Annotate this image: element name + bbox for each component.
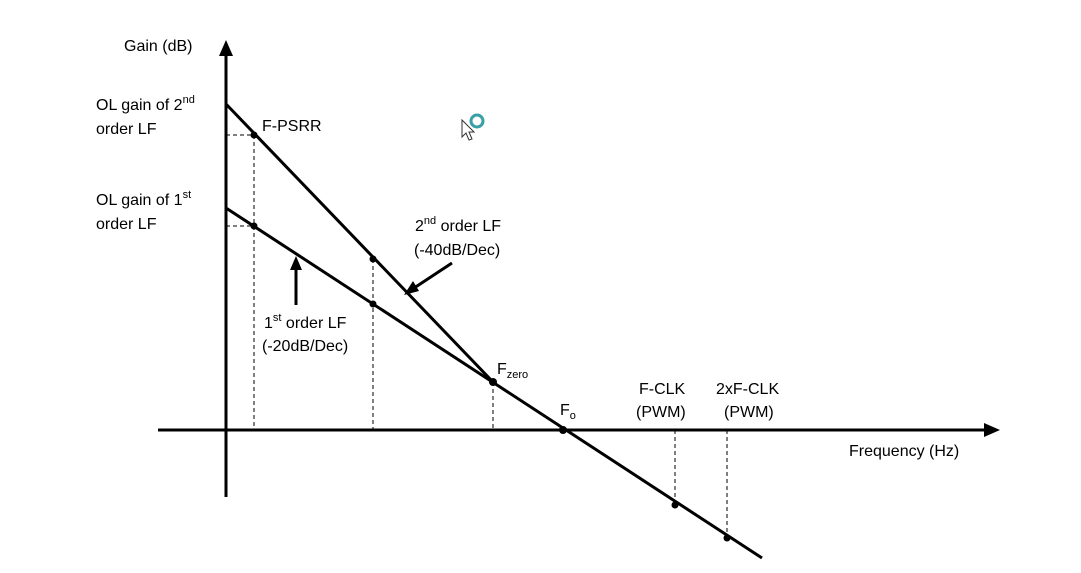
second-order-arrowhead-icon [404,281,419,295]
second-order-gain-line [224,102,495,384]
ol-gain-2nd-line1: OL gain of 2nd [96,94,195,114]
f-clk-pwm-label: (PWM) [636,404,686,421]
mouse-cursor-icon [461,113,485,141]
f-clk-label: F-CLK [639,381,686,398]
point-mid-2nd [369,255,377,263]
x-axis-arrow-icon [984,423,1000,437]
point-2x-f-clk [723,534,731,542]
f-o-label: Fo [560,402,576,422]
first-order-arrowhead-icon [290,256,302,270]
point-f-clk [671,501,679,509]
ol-gain-1st-line2: order LF [96,216,157,233]
second-order-slope: (-40dB/Dec) [414,242,500,259]
point-f-psrr-2nd [250,131,258,139]
second-order-label: 2nd order LF [415,215,501,235]
2x-f-clk-pwm-label: (PWM) [724,404,774,421]
point-mid-1st [369,300,377,308]
point-f-psrr-1st [250,222,258,230]
f-zero-label: Fzero [497,361,528,381]
point-f-o [559,426,567,434]
first-order-label: 1st order LF [264,312,347,332]
ol-gain-2nd-line2: order LF [96,121,157,138]
y-axis-arrow-icon [219,40,233,56]
first-order-slope: (-20dB/Dec) [262,338,348,355]
point-f-zero [489,378,497,386]
x-axis-label: Frequency (Hz) [849,443,959,460]
2x-f-clk-label: 2xF-CLK [716,381,779,398]
y-axis-label: Gain (dB) [124,38,192,55]
f-psrr-label: F-PSRR [262,118,322,135]
ol-gain-1st-line1: OL gain of 1st [96,189,191,209]
